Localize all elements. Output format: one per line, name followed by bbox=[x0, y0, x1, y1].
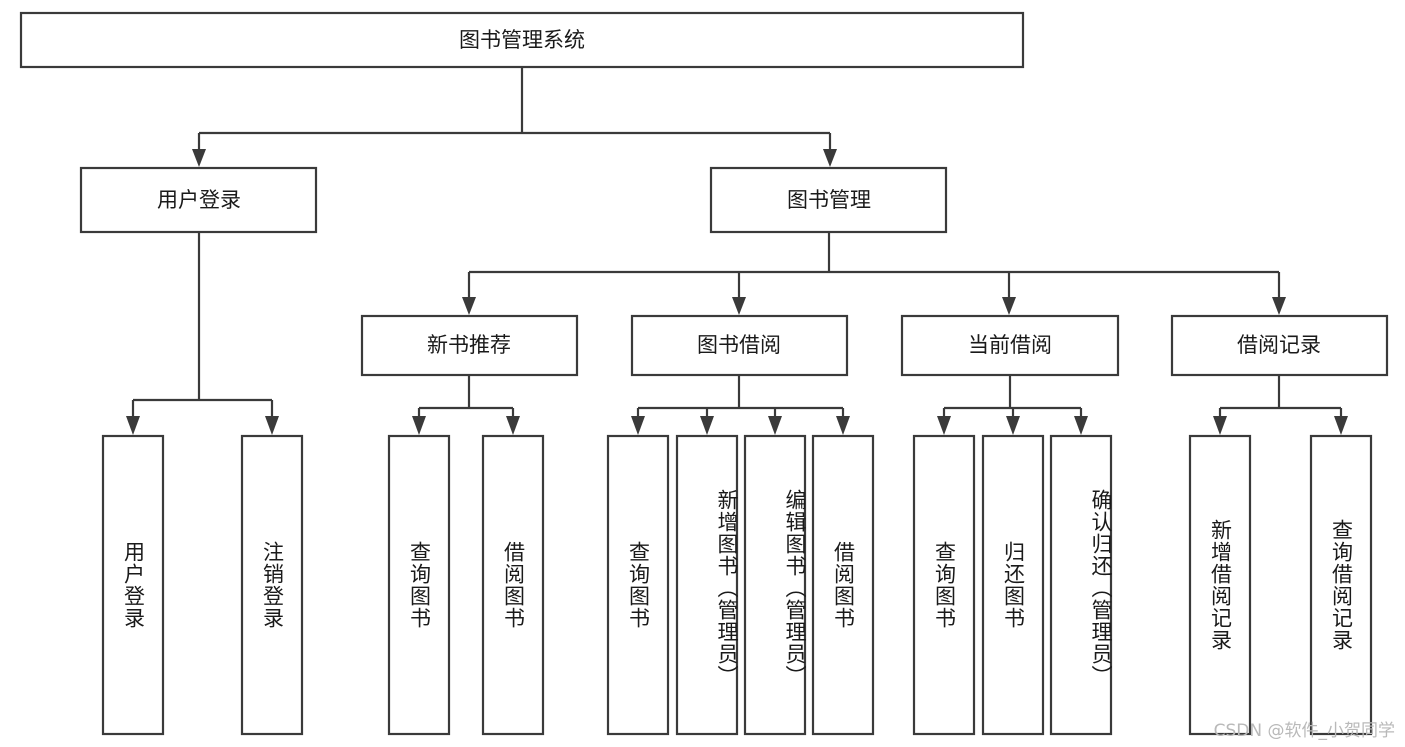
node-current-borrow-box[interactable] bbox=[900, 314, 1120, 377]
node-root-label: 图书管理系统 bbox=[459, 28, 585, 52]
arrow-head-icon bbox=[192, 149, 206, 167]
leaf-box-logout[interactable] bbox=[240, 434, 304, 736]
arrow-head-icon bbox=[732, 297, 746, 315]
arrow-head-icon bbox=[265, 416, 279, 435]
leaf-box-add-borrow-record[interactable] bbox=[1188, 434, 1252, 736]
node-current-borrow[interactable]: 当前借阅 bbox=[900, 314, 1120, 377]
node-new-book-recommend[interactable]: 新书推荐 bbox=[360, 314, 579, 377]
connector-new-book-recommend-to-leaves bbox=[412, 375, 520, 435]
node-root[interactable]: 图书管理系统 bbox=[19, 11, 1025, 69]
node-user-login-box[interactable] bbox=[79, 166, 318, 234]
leaf-box-query-book-current[interactable] bbox=[912, 434, 976, 736]
connector-book-borrow-to-leaves bbox=[631, 375, 850, 435]
watermark-text: CSDN @软件_小贺同学 bbox=[1213, 721, 1395, 741]
arrow-head-icon bbox=[836, 416, 850, 435]
arrow-head-icon bbox=[1002, 297, 1016, 315]
arrow-head-icon bbox=[823, 149, 837, 167]
leaf-boxes bbox=[101, 434, 1373, 736]
leaf-box-return-book[interactable] bbox=[981, 434, 1045, 736]
arrow-head-icon bbox=[412, 416, 426, 435]
leaf-box-query-book-recommend[interactable] bbox=[387, 434, 451, 736]
connector-borrow-record-to-leaves bbox=[1213, 375, 1348, 435]
node-new-book-recommend-box[interactable] bbox=[360, 314, 579, 377]
node-book-management-box[interactable] bbox=[709, 166, 948, 234]
arrow-head-icon bbox=[1074, 416, 1088, 435]
arrow-head-icon bbox=[631, 416, 645, 435]
node-user-login-label: 用户登录 bbox=[157, 188, 241, 212]
leaf-box-borrow-book[interactable] bbox=[811, 434, 875, 736]
node-book-borrow[interactable]: 图书借阅 bbox=[630, 314, 849, 377]
leaf-box-add-book-admin[interactable] bbox=[675, 434, 739, 736]
node-new-book-recommend-label: 新书推荐 bbox=[427, 333, 511, 357]
node-book-borrow-label: 图书借阅 bbox=[697, 333, 781, 357]
node-root-box[interactable] bbox=[19, 11, 1025, 69]
leaf-box-user-login[interactable] bbox=[101, 434, 165, 736]
arrow-head-icon bbox=[1272, 297, 1286, 315]
node-current-borrow-label: 当前借阅 bbox=[968, 333, 1052, 357]
node-book-management-label: 图书管理 bbox=[787, 188, 871, 212]
leaf-box-borrow-book-recommend[interactable] bbox=[481, 434, 545, 736]
arrow-head-icon bbox=[126, 416, 140, 435]
arrow-head-icon bbox=[506, 416, 520, 435]
leaf-box-confirm-return-admin[interactable] bbox=[1049, 434, 1113, 736]
node-borrow-record-label: 借阅记录 bbox=[1237, 333, 1321, 357]
arrow-head-icon bbox=[1006, 416, 1020, 435]
arrow-head-icon bbox=[462, 297, 476, 315]
connector-book-management-to-level3 bbox=[462, 232, 1286, 315]
leaf-box-query-borrow-record[interactable] bbox=[1309, 434, 1373, 736]
arrow-head-icon bbox=[768, 416, 782, 435]
connector-root-to-level2 bbox=[192, 67, 837, 167]
arrow-head-icon bbox=[700, 416, 714, 435]
arrow-head-icon bbox=[1213, 416, 1227, 435]
node-borrow-record[interactable]: 借阅记录 bbox=[1170, 314, 1389, 377]
arrow-head-icon bbox=[1334, 416, 1348, 435]
node-book-management[interactable]: 图书管理 bbox=[709, 166, 948, 234]
leaf-box-edit-book-admin[interactable] bbox=[743, 434, 807, 736]
arrow-head-icon bbox=[937, 416, 951, 435]
node-user-login[interactable]: 用户登录 bbox=[79, 166, 318, 234]
connector-current-borrow-to-leaves bbox=[937, 375, 1088, 435]
leaf-box-query-book-borrow[interactable] bbox=[606, 434, 670, 736]
connector-user-login-to-leaves bbox=[126, 232, 279, 435]
